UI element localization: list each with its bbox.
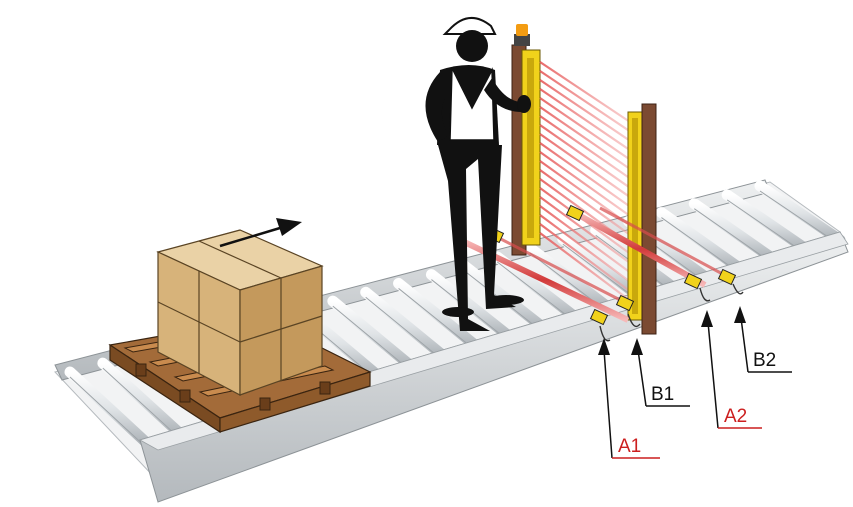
conveyor-roller-edge bbox=[496, 261, 578, 324]
light-beam bbox=[539, 232, 631, 302]
label-b2: B2 bbox=[753, 350, 776, 371]
conveyor-roller bbox=[425, 269, 517, 344]
callout-b2: B2 bbox=[734, 306, 792, 373]
light-beam bbox=[539, 205, 631, 274]
conveyor-roller-edge bbox=[365, 296, 447, 364]
sensor-cables bbox=[458, 204, 744, 342]
light-beam bbox=[539, 124, 631, 189]
worker bbox=[425, 17, 531, 331]
conveyor-roller bbox=[655, 207, 747, 275]
arrow-right-icon bbox=[219, 218, 302, 248]
light-beam bbox=[539, 142, 631, 208]
light-beam bbox=[539, 133, 631, 199]
light-beam bbox=[539, 61, 631, 123]
light-beam bbox=[539, 70, 631, 133]
callout-b1: B1 bbox=[631, 338, 690, 407]
conveyor-roller bbox=[327, 295, 419, 374]
light-beam bbox=[539, 214, 631, 283]
light-beam bbox=[539, 151, 631, 217]
conveyor-roller bbox=[97, 357, 189, 442]
light-beam bbox=[539, 97, 631, 161]
light-beam bbox=[539, 223, 631, 293]
conveyor-roller-edge bbox=[332, 305, 414, 373]
conveyor-roller bbox=[754, 180, 846, 246]
label-a1: A1 bbox=[618, 436, 641, 457]
hard-hat-icon bbox=[442, 17, 497, 35]
conveyor-roller-edge bbox=[69, 376, 151, 452]
light-beam bbox=[539, 196, 631, 264]
light-curtain-front-post bbox=[641, 103, 657, 335]
conveyor-roller bbox=[360, 286, 452, 364]
light-beam bbox=[539, 88, 631, 152]
callouts: A1 B1 A2 B2 bbox=[598, 306, 792, 459]
conveyor-roller bbox=[524, 242, 616, 315]
light-beam bbox=[539, 115, 631, 180]
conveyor-roller-edge bbox=[398, 288, 479, 354]
conveyor-roller bbox=[64, 366, 156, 452]
callout-a2: A2 bbox=[701, 310, 762, 429]
label-b1: B1 bbox=[651, 384, 674, 405]
light-beam bbox=[539, 169, 631, 236]
conveyor-roller bbox=[393, 277, 485, 354]
callout-a1: A1 bbox=[598, 338, 660, 459]
light-beam bbox=[539, 106, 631, 170]
conveyor-roller bbox=[688, 198, 780, 266]
safety-vest bbox=[449, 67, 495, 141]
beacon-icon bbox=[514, 24, 530, 46]
box-stack bbox=[156, 229, 324, 396]
conveyor-roller bbox=[721, 189, 813, 256]
conveyor-roller-edge bbox=[102, 367, 184, 442]
light-beam bbox=[539, 79, 631, 142]
label-a2: A2 bbox=[724, 406, 747, 427]
